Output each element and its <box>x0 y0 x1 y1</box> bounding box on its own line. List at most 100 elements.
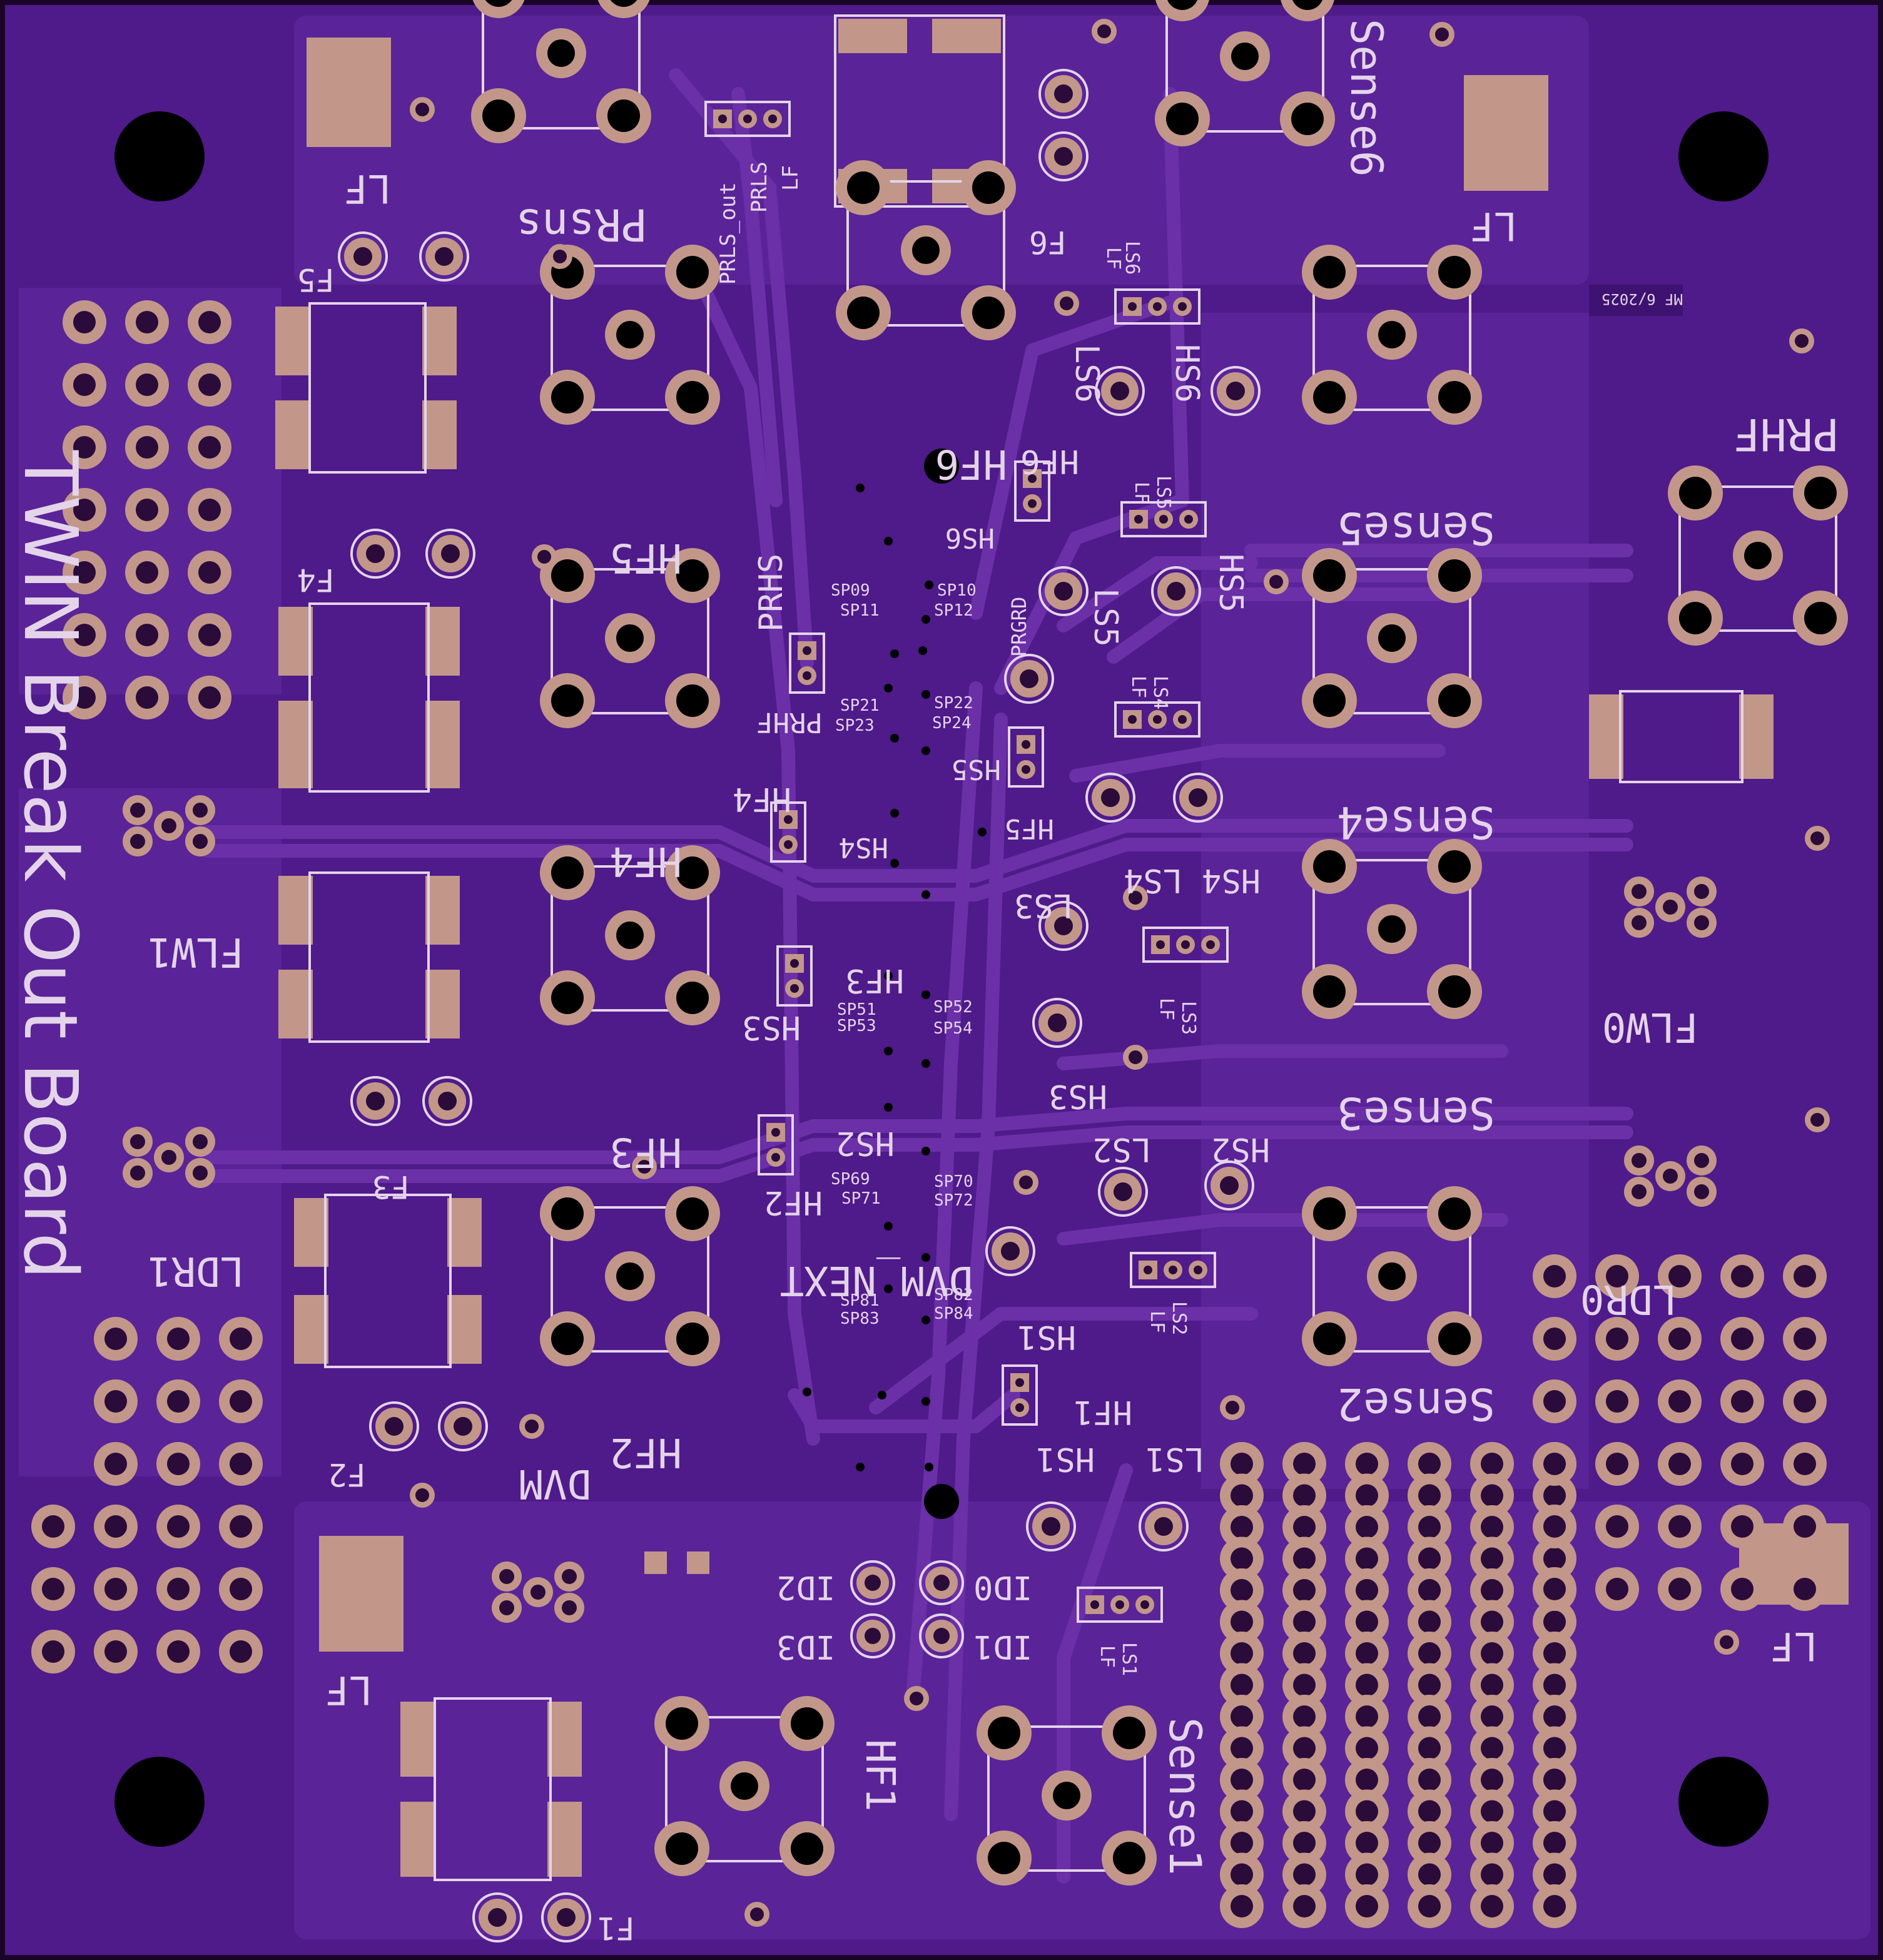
label-lf-ls1: LF <box>1096 1645 1118 1668</box>
header-left-bottom-extra <box>31 1505 75 1673</box>
label-hs4-jmp: HS4 <box>839 831 888 863</box>
via <box>925 581 933 589</box>
sma-connectors <box>471 0 1848 1886</box>
via <box>856 1463 865 1471</box>
label-hs3-small: HS3 <box>1048 1077 1107 1115</box>
via <box>978 828 987 836</box>
test-point <box>472 1892 522 1942</box>
label-lf-bl: LF <box>325 1667 372 1713</box>
label-f1: F1 <box>597 1910 635 1946</box>
label-hf6-small: HF6 <box>1020 442 1079 480</box>
mounting-hole-tl <box>114 111 205 201</box>
board-title: TWIN Break Out Board <box>8 450 94 1279</box>
sma-connector-sense6 <box>1155 0 1335 146</box>
mounting-hole-center-bottom <box>924 1484 959 1519</box>
via-pad <box>1092 19 1117 44</box>
label-lf-tr: LF <box>1470 203 1517 249</box>
sma-connector-prsns <box>471 0 651 143</box>
label-ls3: LS3 <box>1177 1001 1199 1035</box>
label-sense3: Sense3 <box>1337 1087 1495 1139</box>
dvm-connector <box>492 1561 584 1623</box>
via <box>921 615 930 624</box>
label-hf3-small: HF3 <box>845 962 904 999</box>
test-point <box>1032 998 1082 1048</box>
mounting-hole-center-top <box>924 449 959 484</box>
sma-connector-sense4 <box>1302 548 1482 728</box>
label-lf-ls6: LF <box>1102 247 1124 270</box>
via-pad <box>1220 1395 1245 1420</box>
through-holes <box>338 19 1830 1942</box>
label-lf-ls5: LF <box>1130 482 1152 504</box>
sma-connector-sense1 <box>977 1705 1157 1886</box>
via <box>921 690 930 699</box>
jumper-hs2 <box>758 1114 794 1175</box>
test-point <box>425 529 475 579</box>
test-point <box>985 1226 1035 1276</box>
label-hf1: HF1 <box>856 1739 903 1812</box>
label-hf1-small: HF1 <box>1073 1393 1132 1431</box>
via <box>921 746 930 755</box>
label-hf5: HF5 <box>609 534 682 581</box>
via-pad <box>1123 885 1148 910</box>
label-hs5-small: HS5 <box>1212 554 1249 612</box>
test-point <box>1038 901 1089 951</box>
test-point <box>1038 69 1089 119</box>
label-ldr1: LDR1 <box>148 1247 244 1294</box>
via-pad <box>1123 1045 1148 1070</box>
label-f2: F2 <box>328 1456 366 1493</box>
label-sp71: SP71 <box>841 1189 881 1208</box>
via <box>890 859 899 868</box>
via-pad <box>1789 328 1814 353</box>
label-prsns: PRsns <box>515 199 647 250</box>
jumper-ls2 <box>1130 1252 1216 1288</box>
label-id1: ID1 <box>973 1628 1032 1665</box>
jumper-hs4 <box>770 801 806 863</box>
jumper-hs1 <box>1002 1364 1038 1426</box>
id-pad <box>919 1560 964 1605</box>
test-point <box>541 1892 591 1942</box>
label-sp09: SP09 <box>831 581 870 600</box>
label-hf5-small: HF5 <box>1005 813 1054 845</box>
header-grids <box>31 300 1827 1928</box>
label-hf2: HF2 <box>609 1429 682 1475</box>
via <box>918 646 927 655</box>
via <box>921 1059 930 1068</box>
via-pad <box>1714 1630 1739 1655</box>
label-sense6: Sense6 <box>1341 19 1392 177</box>
label-dvm-next: DVM_NEXT <box>780 1257 973 1303</box>
via <box>921 1147 930 1155</box>
via <box>921 890 930 899</box>
label-ls4: LS4 <box>1149 676 1171 709</box>
label-ldr0: LDR0 <box>1580 1276 1677 1322</box>
label-prhs: PRHS <box>753 554 790 632</box>
via <box>890 734 899 743</box>
label-lf-ls4: LF <box>1127 676 1149 698</box>
test-point <box>1026 1501 1076 1551</box>
label-id3: ID3 <box>776 1628 835 1665</box>
label-lf-ls2: LF <box>1146 1311 1168 1333</box>
via <box>921 1316 930 1324</box>
jumper-ls1 <box>1077 1587 1163 1623</box>
traces <box>200 68 1633 1884</box>
label-lf-br: LF <box>1770 1623 1817 1669</box>
via <box>884 1047 893 1055</box>
label-sp72: SP72 <box>934 1191 973 1210</box>
label-prhf-big: PRHF <box>1733 409 1839 460</box>
label-flw0: FLW0 <box>1602 1003 1698 1050</box>
label-sp51: SP51 <box>837 1000 876 1019</box>
test-point <box>369 1401 419 1451</box>
label-f6: F6 <box>1029 224 1067 260</box>
via-pad <box>1429 22 1454 47</box>
via-pad <box>1805 1107 1830 1132</box>
sma-connector-hf4 <box>540 548 720 728</box>
label-dvm: DVM <box>519 1460 591 1506</box>
label-ls6: LS6 <box>1121 241 1143 275</box>
via <box>921 990 930 999</box>
sma-connector-sense5 <box>1302 245 1482 425</box>
label-lf-tl: LF <box>344 166 391 211</box>
sma-connector-hf2 <box>540 1186 720 1366</box>
mounting-hole-bl <box>114 1757 205 1847</box>
via-pad <box>410 1483 435 1508</box>
test-point <box>338 231 388 282</box>
